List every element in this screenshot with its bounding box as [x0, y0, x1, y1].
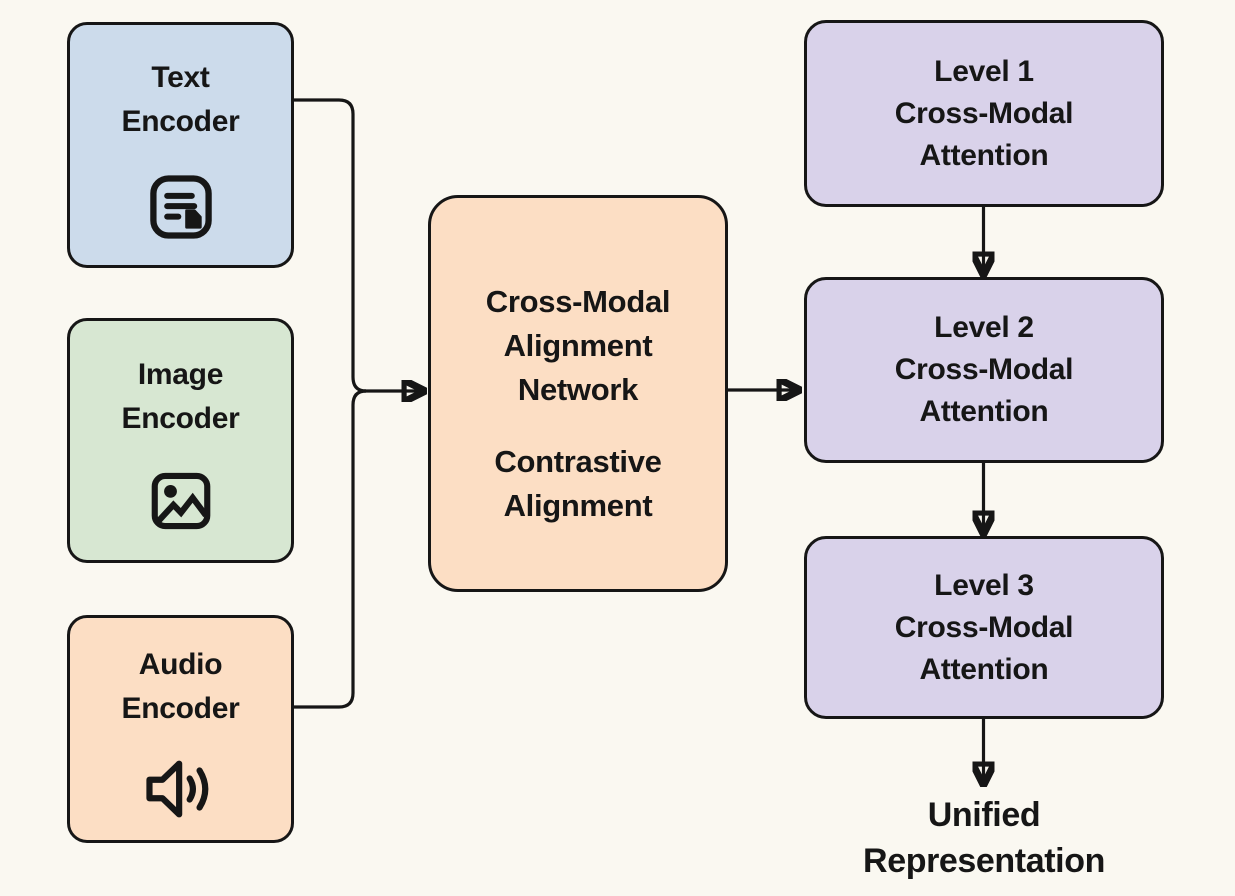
edge-audio-encoder-to-junction	[294, 389, 367, 709]
label-line: Network	[517, 371, 639, 407]
alignment-network-node: Cross-Modal Alignment Network Contrastiv…	[428, 195, 728, 592]
audio-encoder-label: Audio Encoder	[122, 643, 240, 731]
image-icon	[151, 472, 210, 530]
alignment-network-title: Cross-Modal Alignment Network	[485, 280, 671, 412]
label-line: Encoder	[121, 692, 240, 725]
label-line: Attention	[919, 395, 1049, 428]
label-line: Image	[137, 358, 224, 391]
label-line: Encoder	[121, 402, 240, 435]
alignment-network-subtitle: Contrastive Alignment	[494, 440, 662, 528]
label-line: Cross-Modal	[894, 353, 1074, 386]
label-line: Representation	[863, 842, 1105, 880]
label-line: Text	[151, 61, 210, 94]
level3-attention-node: Level 3 Cross-Modal Attention	[804, 536, 1164, 719]
unified-representation-label: Unified Representation	[744, 792, 1224, 884]
label-line: Level 1	[934, 54, 1034, 88]
label-line: Contrastive	[494, 443, 662, 479]
label-line: Cross-Modal	[894, 96, 1074, 130]
label-line: Attention	[919, 138, 1049, 172]
speaker-icon	[145, 760, 208, 818]
label-line: Unified	[927, 796, 1041, 834]
image-encoder-node: Image Encoder	[67, 318, 294, 563]
label-line: Level 2	[934, 311, 1034, 344]
label-line: Alignment	[503, 327, 653, 363]
label-line: Alignment	[503, 487, 653, 523]
label-line: Audio	[138, 648, 223, 681]
edge-text-encoder-to-junction	[294, 98, 367, 393]
label-line: Level 3	[934, 568, 1034, 602]
audio-encoder-node: Audio Encoder	[67, 615, 294, 843]
text-encoder-node: Text Encoder	[67, 22, 294, 268]
level2-attention-node: Level 2 Cross-Modal Attention	[804, 277, 1164, 463]
label-line: Cross-Modal	[894, 610, 1074, 644]
image-encoder-label: Image Encoder	[122, 353, 240, 441]
level1-attention-node: Level 1 Cross-Modal Attention	[804, 20, 1164, 207]
label-line: Encoder	[121, 105, 240, 138]
text-encoder-label: Text Encoder	[122, 56, 240, 144]
document-icon	[149, 175, 212, 239]
label-line: Attention	[919, 652, 1049, 686]
label-line: Cross-Modal	[485, 283, 671, 319]
